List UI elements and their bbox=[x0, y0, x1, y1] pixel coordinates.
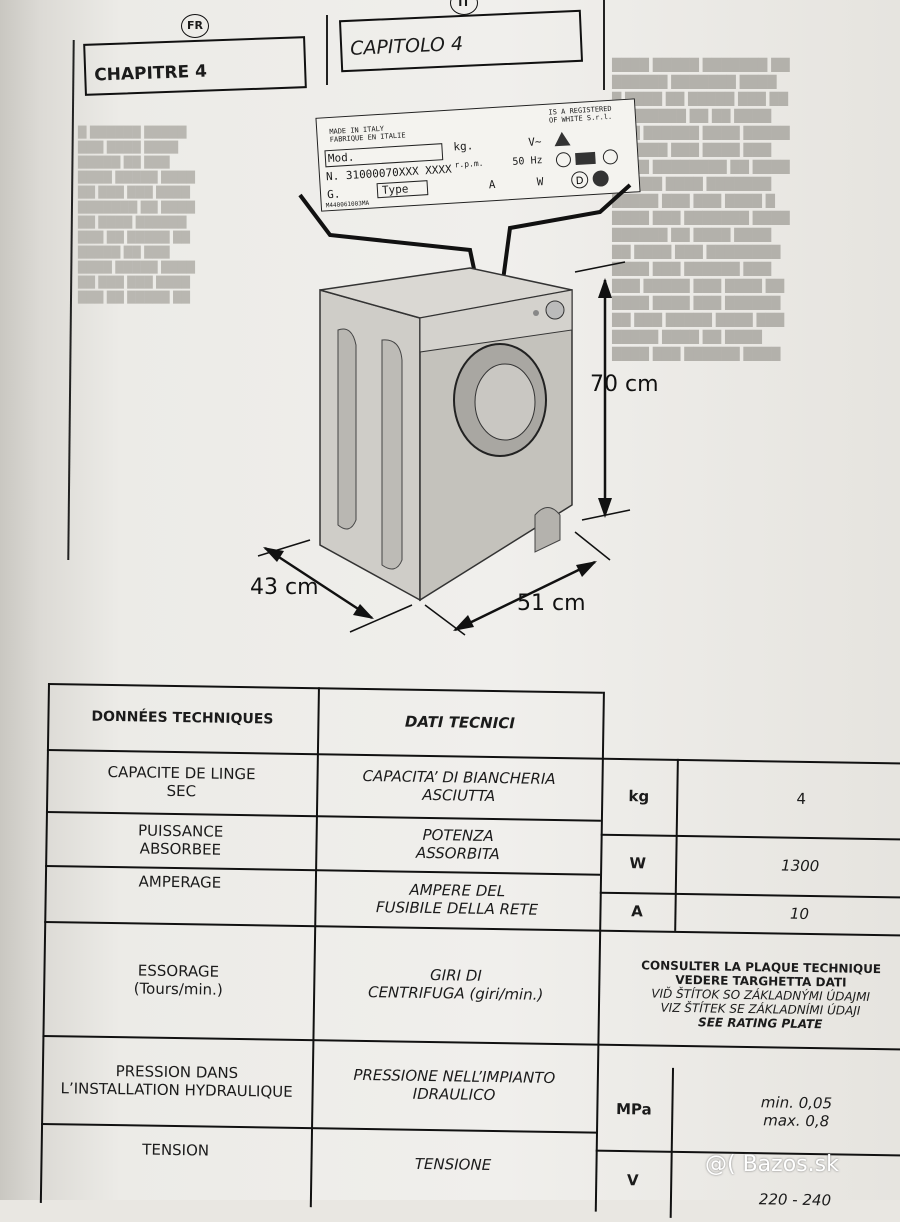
certification-marks-icon bbox=[555, 148, 622, 168]
row-capacity-fr: CAPACITE DE LINGE SEC bbox=[107, 762, 256, 801]
row-power-value: 1300 bbox=[780, 856, 820, 876]
row-amperage-value: 10 bbox=[789, 904, 810, 923]
row-spin-it: GIRI DI CENTRIFUGA (giri/min.) bbox=[367, 966, 544, 1004]
safety-marks-icon: D bbox=[570, 169, 611, 189]
width-dimension-label: 51 cm bbox=[517, 591, 586, 616]
depth-dimension-label: 43 cm bbox=[250, 575, 319, 600]
filter-hatch bbox=[534, 507, 561, 553]
note-line-en: SEE RATING PLATE bbox=[698, 1015, 823, 1032]
table-header-fr: DONNÉES TECHNIQUES bbox=[91, 708, 274, 728]
machine-side-panel bbox=[319, 289, 421, 602]
row-power-it: POTENZA ASSORBITA bbox=[415, 825, 500, 864]
row-amperage-unit: A bbox=[631, 902, 643, 921]
row-voltage-fr: TENSION bbox=[142, 1140, 210, 1160]
row-power-unit: W bbox=[629, 854, 647, 873]
center-column-rule bbox=[326, 15, 328, 85]
washing-machine-diagram bbox=[257, 183, 632, 636]
site-watermark: @( Bazos.sk bbox=[705, 1152, 839, 1177]
door-glass bbox=[474, 363, 536, 441]
table-header-it: DATI TECNICI bbox=[404, 712, 516, 733]
row-capacity-unit: kg bbox=[628, 787, 650, 806]
row-pressure-value: min. 0,05 max. 0,8 bbox=[760, 1092, 833, 1130]
row-spin-fr: ESSORAGE (Tours/min.) bbox=[133, 961, 223, 999]
row-capacity-value: 4 bbox=[796, 789, 807, 808]
side-handle-recess-2 bbox=[381, 339, 403, 570]
bleed-through-text-right: ████ █████ ███████ ██ ██████ ███████ ███… bbox=[612, 58, 790, 361]
svg-text:D: D bbox=[575, 176, 584, 187]
row-power-fr: PUISSANCE ABSORBEE bbox=[137, 821, 224, 859]
row-pressure-unit: MPa bbox=[615, 1099, 652, 1119]
row-voltage-unit: V bbox=[626, 1171, 639, 1190]
control-panel bbox=[419, 289, 573, 353]
technical-data-table: DONNÉES TECHNIQUES DATI TECNICI CAPACITE… bbox=[39, 683, 900, 1218]
indicator-light bbox=[533, 310, 539, 316]
right-margin-rule bbox=[603, 0, 605, 90]
row-pressure-fr: PRESSION DANS L’INSTALLATION HYDRAULIQUE bbox=[60, 1062, 293, 1101]
depth-dimension-line bbox=[264, 546, 373, 620]
rating-plate: MADE IN ITALY FABRIQUE EN ITALIE IS A RE… bbox=[315, 98, 641, 212]
row-amperage-it: AMPERE DEL FUSIBILE DELLA RETE bbox=[375, 880, 539, 919]
note-line-cz: VIZ ŠTÍTEK SE ZÁKLADNÍMI ÚDAJI bbox=[660, 1000, 861, 1018]
spin-see-rating-plate-note: CONSULTER LA PLAQUE TECHNIQUE VEDERE TAR… bbox=[597, 942, 900, 1049]
row-voltage-it: TENSIONE bbox=[414, 1154, 492, 1175]
height-dimension-label: 70 cm bbox=[590, 372, 659, 397]
row-amperage-fr: AMPERAGE bbox=[138, 872, 222, 892]
row-pressure-it: PRESSIONE NELL’IMPIANTO IDRAULICO bbox=[353, 1065, 556, 1105]
language-badge-fr: FR bbox=[181, 14, 209, 38]
row-capacity-it: CAPACITA’ DI BIANCHERIA ASCIUTTA bbox=[362, 766, 556, 806]
program-knob bbox=[545, 300, 565, 320]
bleed-through-text-left: █ ██████ █████ ███ ████ ████ █████ ██ ██… bbox=[78, 126, 195, 304]
side-handle-recess bbox=[337, 328, 357, 530]
width-dimension-line bbox=[454, 560, 596, 632]
